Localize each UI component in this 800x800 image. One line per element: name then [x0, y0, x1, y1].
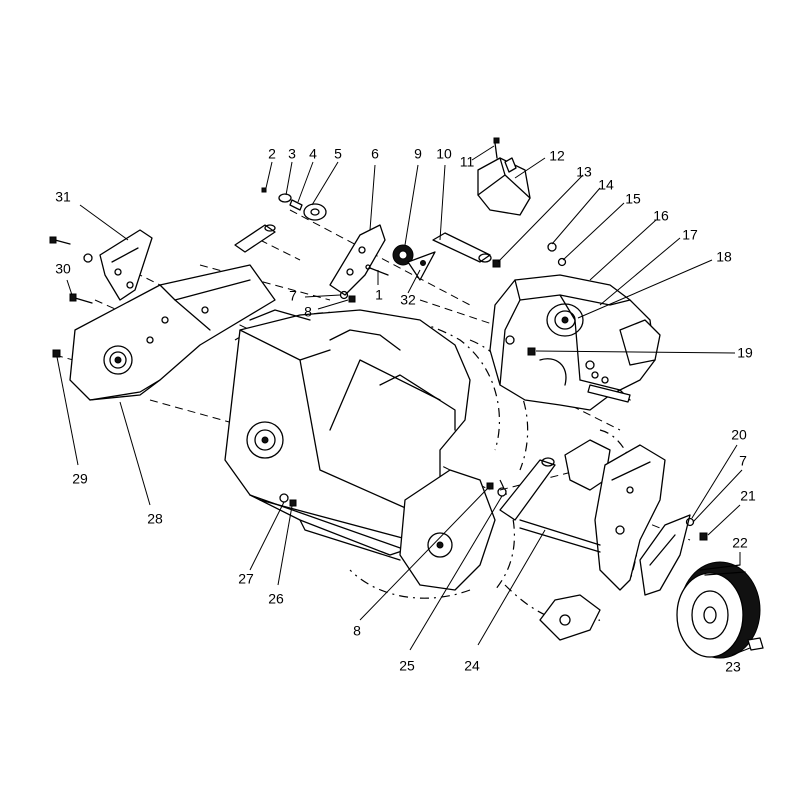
part-28-side-panel	[69, 264, 276, 401]
part-12-cover	[477, 157, 531, 216]
callout-8-upper: 8	[304, 304, 312, 320]
callout-22: 22	[732, 535, 748, 551]
callout-8-lower: 8	[353, 623, 361, 639]
callout-25: 25	[399, 658, 415, 674]
callout-23: 23	[725, 659, 741, 675]
callout-4: 4	[309, 146, 317, 162]
callout-21: 21	[740, 488, 756, 504]
callout-24: 24	[464, 658, 480, 674]
callout-7-upper: 7	[289, 288, 297, 304]
part-13-nut	[492, 259, 501, 268]
auger-housing	[224, 309, 471, 561]
callout-14: 14	[598, 177, 614, 193]
callout-16: 16	[653, 208, 669, 224]
part-23-cap	[747, 637, 764, 651]
part-1-pin	[365, 264, 389, 276]
callout-18: 18	[716, 249, 732, 265]
part-30-screw	[69, 293, 93, 304]
part-20-plate	[639, 514, 691, 596]
engine-assembly	[489, 274, 661, 411]
part-22-wheel	[676, 561, 761, 659]
callout-20: 20	[731, 427, 747, 443]
callout-30: 30	[55, 261, 71, 277]
parts-7-8-fasteners	[339, 290, 356, 303]
callout-10: 10	[436, 146, 452, 162]
callout-12: 12	[549, 148, 565, 164]
leader-lines	[56, 145, 751, 656]
callout-6: 6	[371, 146, 379, 162]
callout-9: 9	[414, 146, 422, 162]
callout-11: 11	[460, 154, 475, 170]
callout-7-lower: 7	[739, 453, 747, 469]
part-10-roller	[432, 232, 492, 263]
shaft-tube	[234, 224, 276, 253]
part-19-nut	[527, 347, 536, 356]
callout-31: 31	[55, 189, 71, 205]
callout-3: 3	[288, 146, 296, 162]
part-11-screw	[493, 137, 500, 159]
callout-26: 26	[268, 591, 284, 607]
part-24-axle	[499, 457, 601, 553]
callout-labels: 2 3 4 5 6 9 10 11 12 13 14 15 16 17 18 3…	[55, 146, 756, 675]
callout-27: 27	[238, 571, 254, 587]
callout-13: 13	[576, 164, 592, 180]
callout-5: 5	[334, 146, 342, 162]
part-29-screw	[52, 349, 61, 358]
callout-15: 15	[625, 191, 641, 207]
callout-2: 2	[268, 146, 276, 162]
callout-17: 17	[682, 227, 698, 243]
parts-7-21-fasteners	[685, 517, 708, 541]
callout-1: 1	[375, 287, 383, 303]
part-31-bracket	[49, 229, 153, 301]
part-32-plate	[407, 251, 436, 281]
callout-19: 19	[737, 345, 753, 361]
parts-14-15-fittings	[547, 242, 567, 267]
parts-2-5-bearing-set	[261, 187, 327, 221]
callout-29: 29	[72, 471, 88, 487]
callout-28: 28	[147, 511, 163, 527]
lower-axle-bracket	[539, 594, 601, 641]
right-frame-bracket	[564, 439, 666, 591]
part-6-bracket	[329, 224, 386, 296]
part-9-gear	[392, 244, 414, 266]
callout-32: 32	[400, 292, 416, 308]
